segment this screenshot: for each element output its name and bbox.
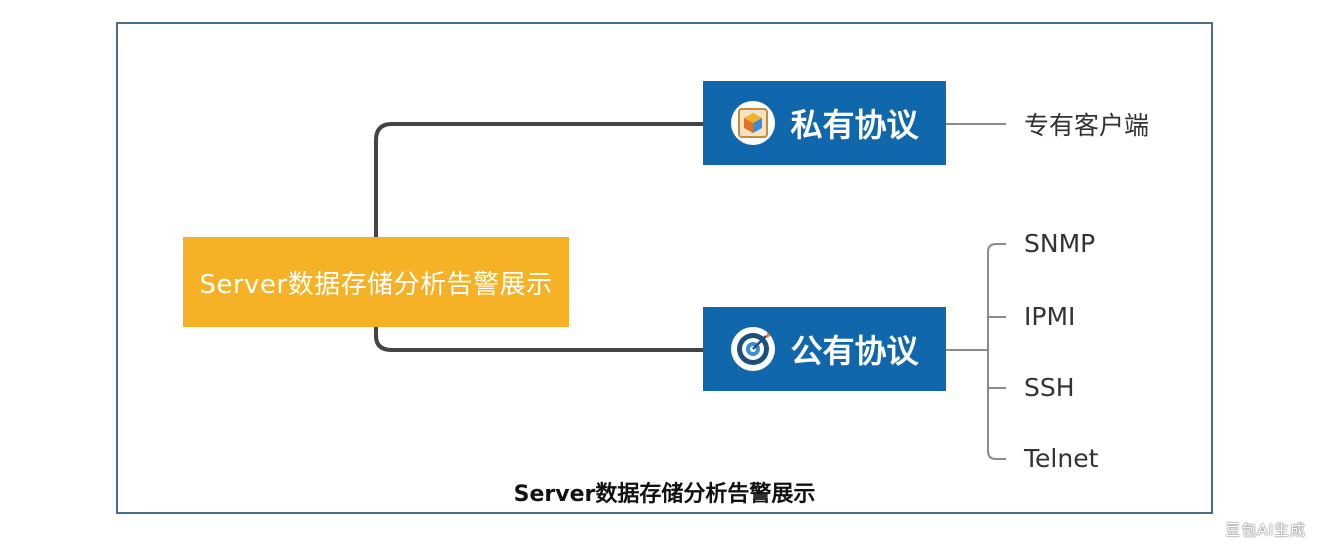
diagram-caption: Server数据存储分析告警展示: [513, 482, 816, 507]
leaf-snmp: SNMP: [1024, 229, 1096, 258]
connector-root-private: [374, 122, 703, 237]
root-node: Server数据存储分析告警展示: [183, 237, 569, 327]
branch-label-public: 公有协议: [790, 332, 919, 370]
branch-node-private-protocol: 私有协议: [703, 81, 946, 165]
branch-node-public-protocol: 公有协议: [703, 307, 946, 391]
connector-root-public: [374, 327, 703, 352]
branch-label-private: 私有协议: [790, 106, 919, 144]
leaf-proprietary-client: 专有客户端: [1024, 111, 1150, 140]
leaf-ssh: SSH: [1024, 373, 1075, 402]
connector-public-leaf-snmp: [987, 243, 1006, 350]
cube-box-icon: [731, 101, 776, 145]
root-node-label: Server数据存储分析告警展示: [199, 269, 553, 300]
leaf-telnet: Telnet: [1024, 444, 1099, 473]
target-icon: [731, 327, 776, 371]
leaf-ipmi: IPMI: [1024, 302, 1076, 331]
connector-public-leaf-telnet: [987, 350, 1006, 460]
watermark: 豆包AI生成: [1225, 521, 1306, 539]
